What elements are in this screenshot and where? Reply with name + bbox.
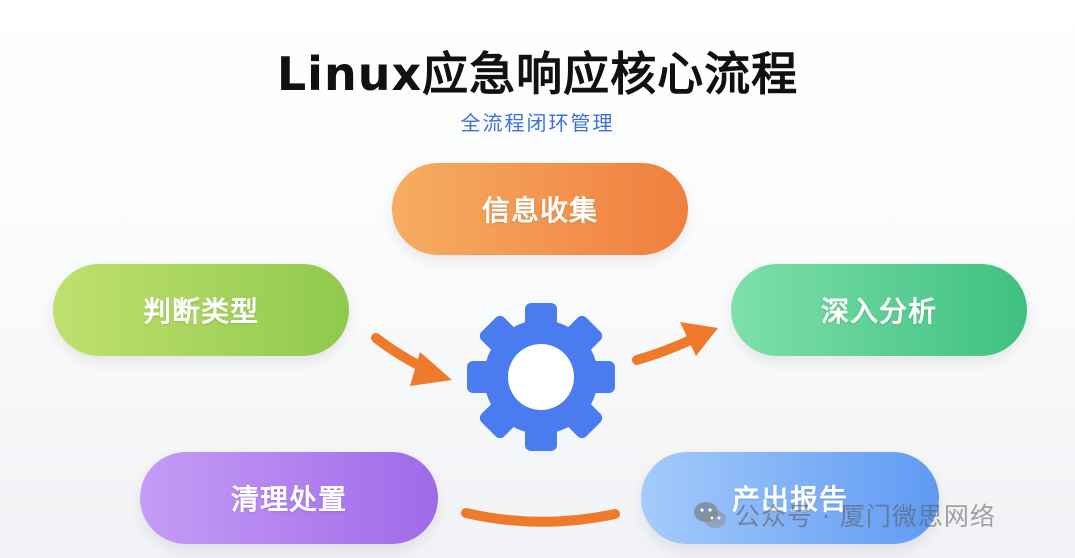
node-produce-report: 产出报告 [641,452,939,544]
node-deep-analysis: 深入分析 [731,264,1027,356]
watermark: 公众号 · 厦门微思网络 [693,497,996,533]
connector-clean-report [461,508,620,527]
page-title: Linux应急响应核心流程 [276,47,799,101]
page-subtitle: 全流程闭环管理 [460,111,615,135]
node-clean-dispose-label: 清理处置 [230,483,347,516]
node-info-collection: 信息收集 [392,163,688,255]
node-deep-analysis-label: 深入分析 [820,295,937,328]
watermark-text: 公众号 · 厦门微思网络 [735,502,996,531]
arrow-gear-to-analysis [632,322,718,365]
node-judge-type: 判断类型 [53,264,349,356]
wechat-icon [694,502,726,528]
node-produce-report-label: 产出报告 [731,483,848,516]
node-info-collection-label: 信息收集 [481,194,598,227]
arrow-judge-to-gear [371,333,452,386]
node-clean-dispose: 清理处置 [140,452,438,544]
gear-icon [467,303,615,451]
node-judge-type-label: 判断类型 [142,295,259,328]
